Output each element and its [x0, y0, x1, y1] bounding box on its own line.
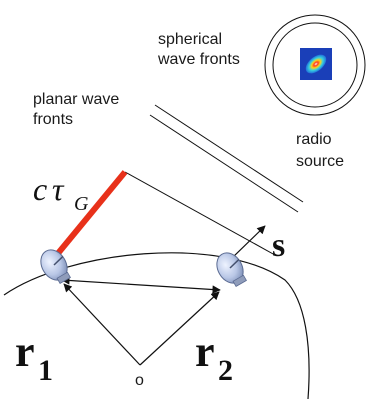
delay-label-tau: τ: [52, 171, 65, 207]
r1-subscript: 1: [38, 354, 53, 387]
delay-label-subscript: G: [74, 193, 89, 215]
r2-vector: [139, 291, 220, 366]
spherical-wavefront-outer: [264, 14, 366, 116]
radio-label-line1: radio: [296, 131, 332, 148]
s-vector-label: s: [272, 227, 285, 264]
radio-label-line2: source: [296, 153, 344, 170]
planar-wavefront-1: [149, 114, 299, 213]
r2-subscript: 2: [218, 354, 233, 387]
earth-surface-arc: [3, 252, 310, 399]
radio-dish-icon: [216, 252, 247, 288]
planar-wavefront-2: [154, 104, 304, 203]
origin-label: o: [135, 372, 144, 389]
geometric-delay-line: [52, 170, 128, 259]
baseline-arrow: [61, 276, 221, 294]
r1-vector: [63, 283, 141, 366]
planar-label-line1: planar wave: [33, 91, 119, 108]
spherical-label-line1: spherical: [158, 31, 222, 48]
delay-wavefront-line: [124, 171, 276, 256]
r2-label: r: [195, 327, 215, 376]
spherical-label-line2: wave fronts: [157, 51, 240, 68]
r1-label: r: [15, 327, 35, 376]
s-vector-arrow: [231, 225, 266, 259]
delay-label-c: c: [33, 171, 47, 207]
radio-source-icon: [300, 48, 332, 80]
radio-dish-icon: [40, 249, 71, 285]
planar-label-line2: fronts: [33, 111, 73, 128]
spherical-wavefront-inner: [272, 22, 358, 108]
